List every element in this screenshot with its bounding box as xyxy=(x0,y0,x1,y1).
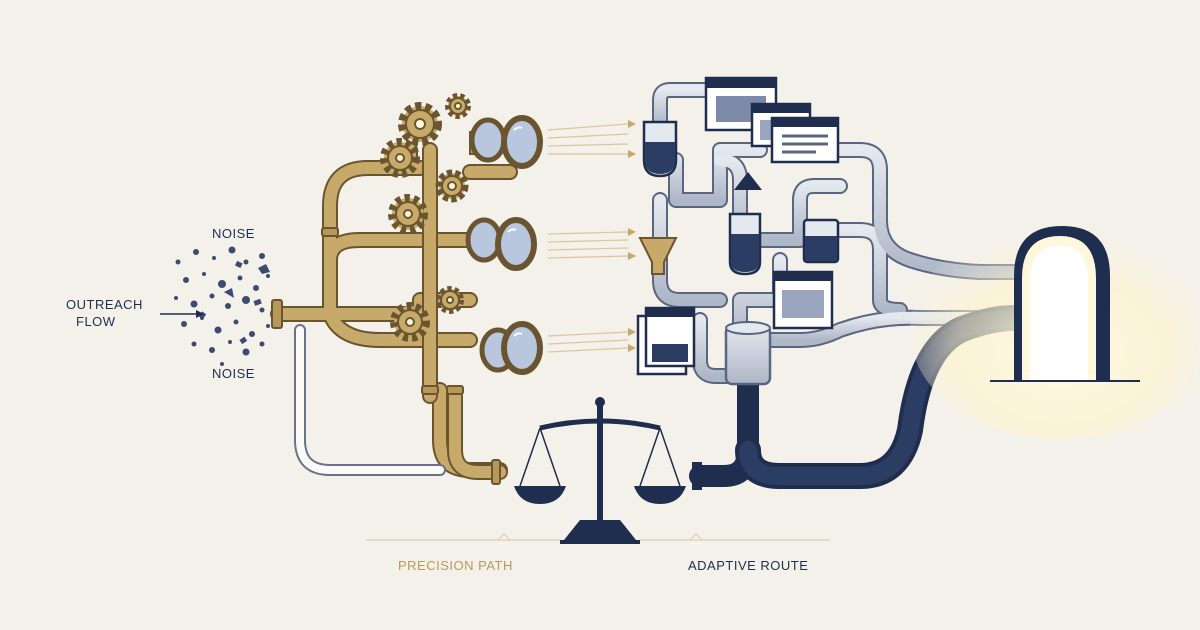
bypass-pipe xyxy=(294,324,446,476)
gear-icon xyxy=(436,286,464,314)
gear-icon xyxy=(435,169,469,203)
browser-window-icon xyxy=(770,116,840,164)
baseline xyxy=(366,533,830,541)
gear-icon xyxy=(380,138,420,178)
outreach-flow-label: OUTREACH FLOW xyxy=(66,296,143,330)
gear-icon xyxy=(390,302,430,342)
precision-path-label: PRECISION PATH xyxy=(398,558,513,573)
funnel-icon xyxy=(734,172,762,190)
noise-label-top: NOISE xyxy=(212,226,255,241)
adaptive-route-label: ADAPTIVE ROUTE xyxy=(688,558,809,573)
flask-icon xyxy=(728,212,762,276)
outreach-label-line2: FLOW xyxy=(76,314,116,329)
noise-label-bottom: NOISE xyxy=(212,366,255,381)
flask-icon xyxy=(642,120,678,178)
arrow-heads xyxy=(628,120,636,352)
magnifier-icon xyxy=(465,217,537,271)
tank-icon xyxy=(724,321,772,386)
outreach-arrow xyxy=(160,310,204,318)
arrow-stream xyxy=(547,123,629,353)
gear-icon xyxy=(398,102,442,146)
browser-window-icon xyxy=(636,306,696,376)
outreach-label-line1: OUTREACH xyxy=(66,297,143,312)
browser-window-icon xyxy=(772,270,834,330)
gear-icon xyxy=(388,194,428,234)
glowing-doorway-icon xyxy=(910,220,1200,440)
funnel-icon xyxy=(638,237,678,275)
gear-icon xyxy=(445,93,471,119)
balance-scale-icon xyxy=(514,397,686,544)
magnifier-icon xyxy=(469,115,543,169)
flask-icon xyxy=(802,218,840,264)
magnifier-icon xyxy=(479,321,543,375)
noise-particles xyxy=(174,246,270,366)
